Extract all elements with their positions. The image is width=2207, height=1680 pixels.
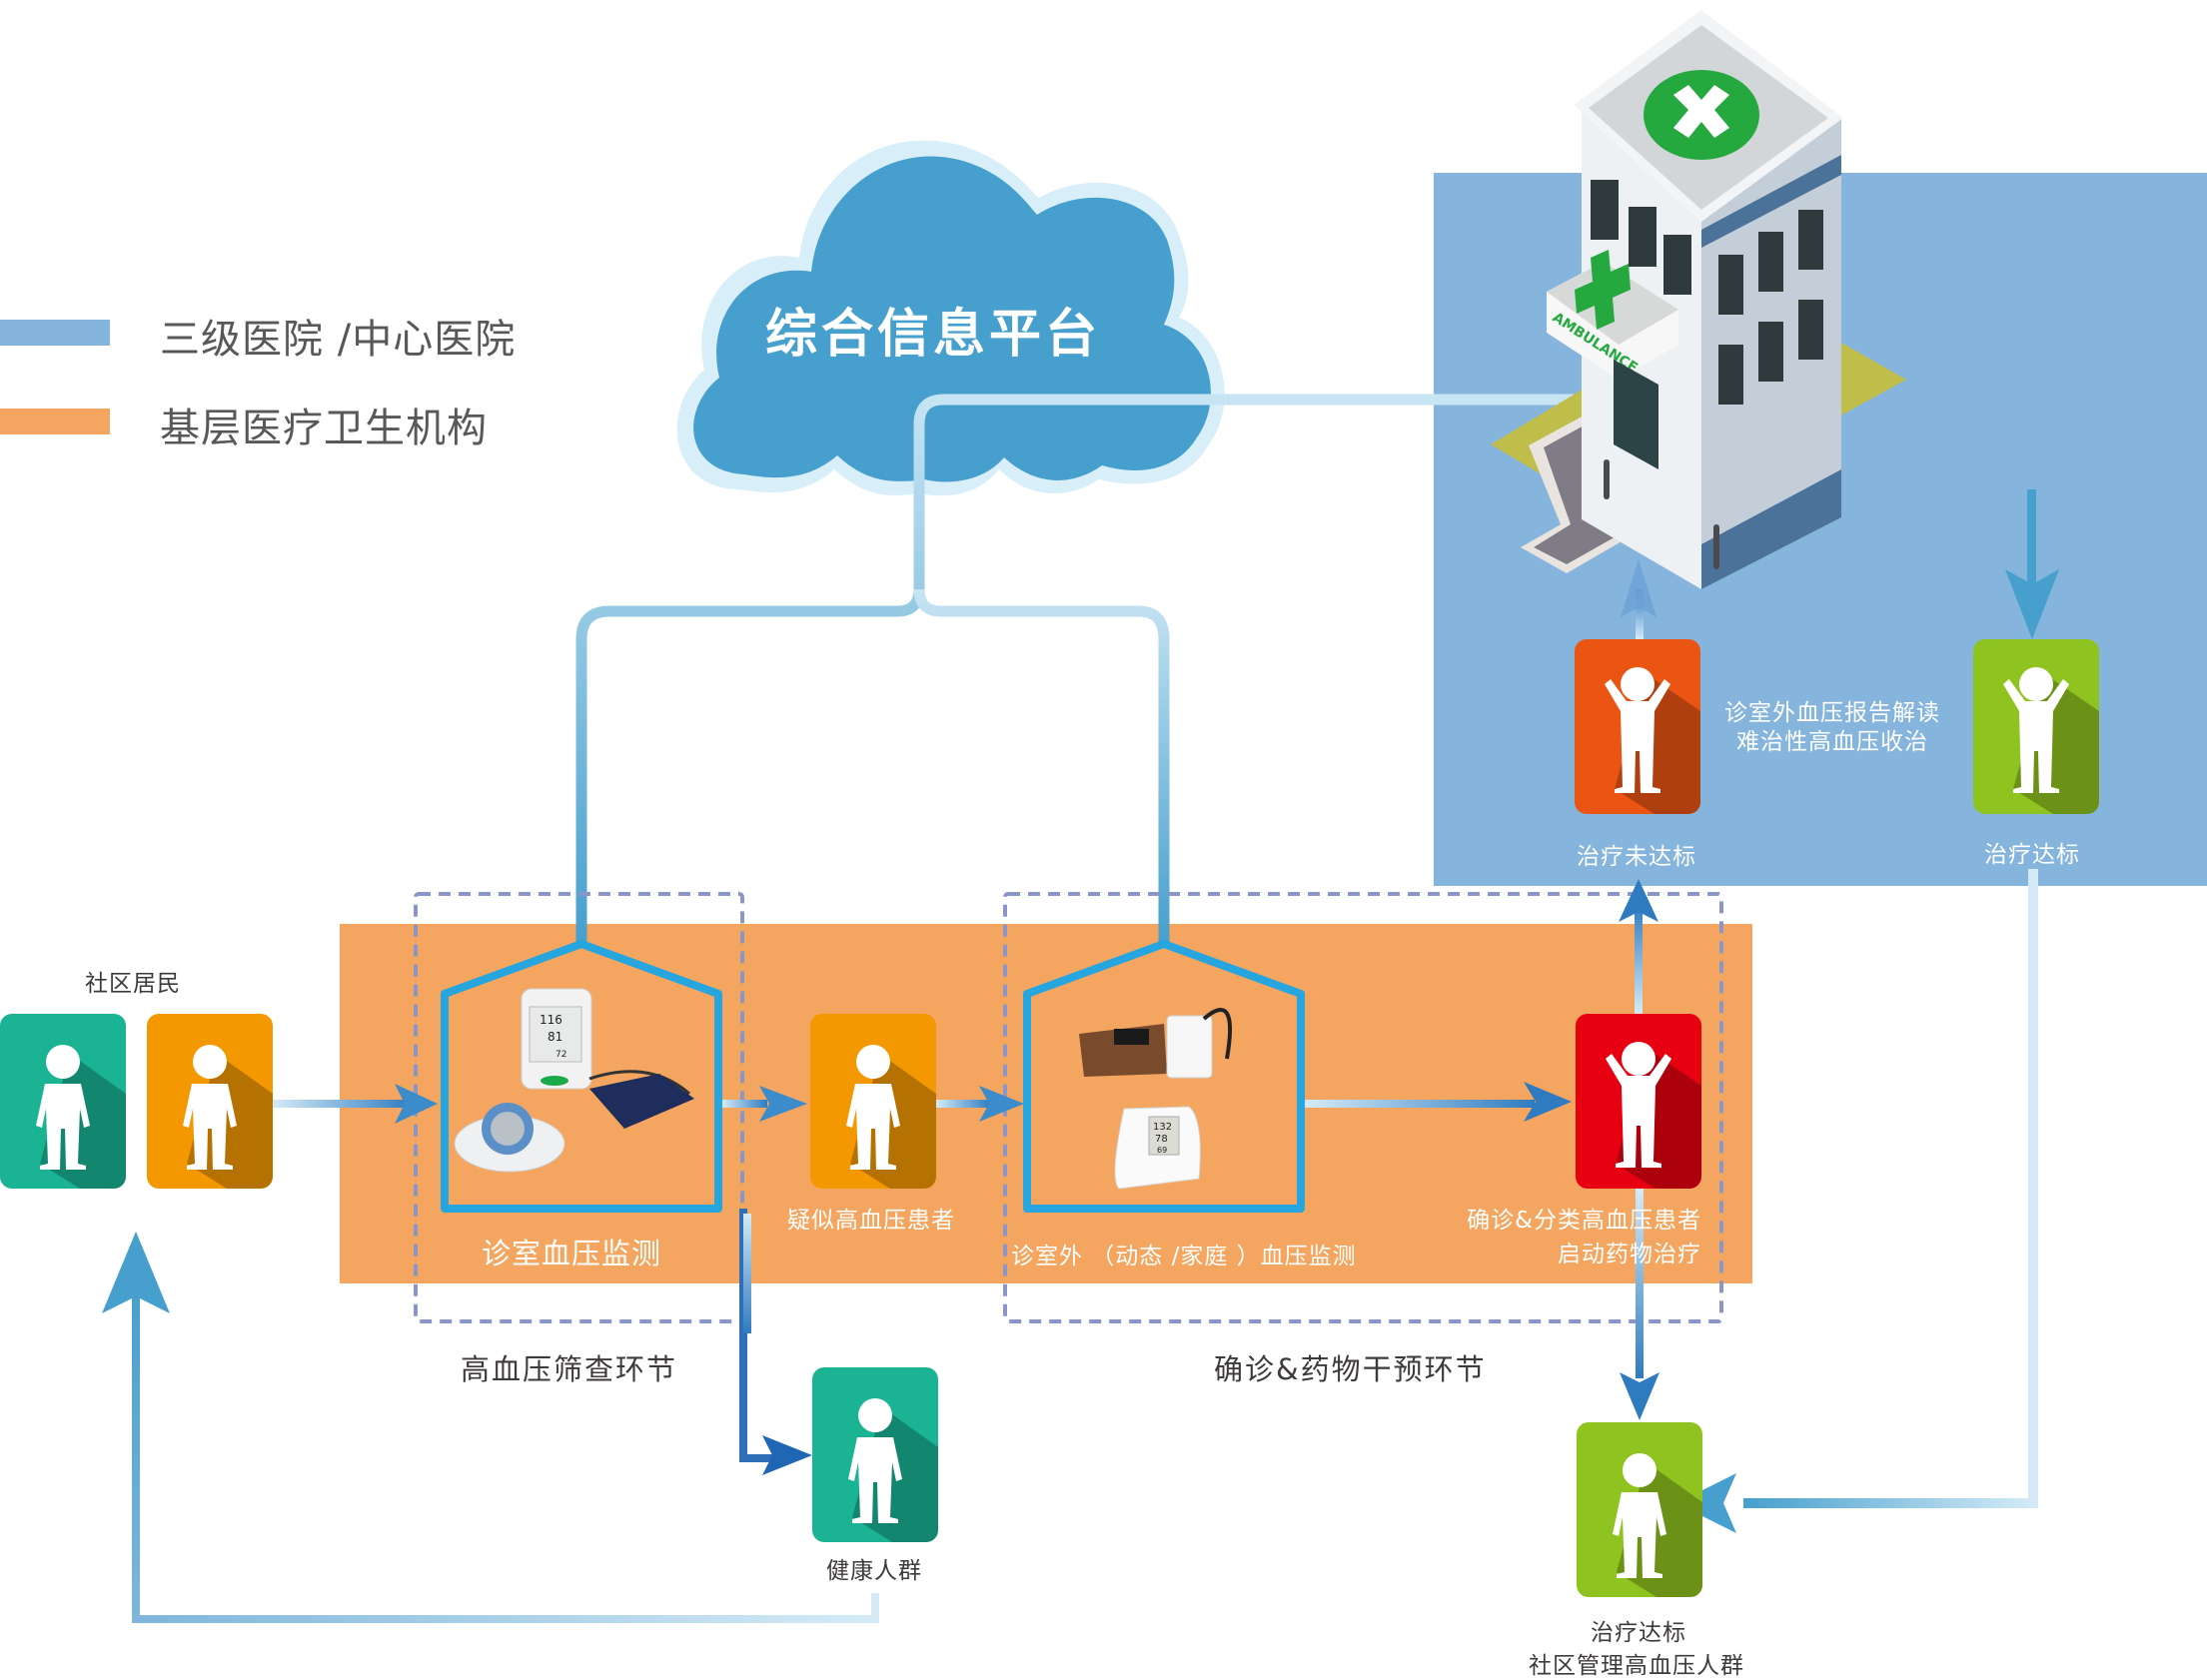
hospital-building: AMBULANCE (1491, 10, 1906, 589)
controlled-community-label-line2: 社区管理高血压人群 (1529, 1653, 1744, 1679)
healthy-population-label: 健康人群 (826, 1558, 922, 1584)
suspected-patient-card[interactable] (810, 1014, 936, 1189)
person-icon (36, 1045, 126, 1189)
out-of-office-reading-sys: 132 (1153, 1122, 1172, 1133)
legend-swatch-primary (0, 409, 110, 434)
person-icon (1613, 1453, 1702, 1597)
out-of-office-bp-house (1023, 940, 1305, 1213)
office-bp-reading-pulse: 72 (555, 1050, 566, 1060)
out-of-office-reading-pulse: 69 (1157, 1146, 1167, 1155)
person-icon (848, 1398, 938, 1542)
controlled-community-label-line1: 治疗达标 (1591, 1620, 1686, 1646)
healthy-population-card[interactable] (812, 1367, 938, 1542)
office-bp-label: 诊室血压监测 (482, 1237, 662, 1270)
controlled-hospital-card[interactable] (1973, 639, 2099, 814)
community-residents-label: 社区居民 (85, 971, 181, 997)
resident-card-orange[interactable] (147, 1014, 273, 1189)
confirmed-label-line2: 启动药物治疗 (1558, 1242, 1701, 1267)
screening-stage-label: 高血压筛查环节 (461, 1352, 678, 1386)
hospital-note-line2: 难治性高血压收治 (1736, 729, 1928, 755)
office-bp-devices: 116 81 72 (454, 988, 694, 1173)
suspected-patient-label: 疑似高血压患者 (787, 1208, 955, 1234)
person-arms-up-icon (1606, 1042, 1701, 1189)
office-bp-reading-sys: 116 (540, 1013, 562, 1027)
office-bp-house (441, 940, 722, 1213)
resident-card-teal[interactable] (0, 1014, 126, 1189)
diagnosis-stage-label: 确诊&药物干预环节 (1214, 1352, 1487, 1386)
person-arms-up-icon (1605, 667, 1700, 814)
person-icon (183, 1045, 273, 1189)
confirmed-label-line1: 确诊&分类高血压患者 (1467, 1208, 1701, 1234)
controlled-hospital-label: 治疗达标 (1984, 842, 2080, 868)
not-controlled-label: 治疗未达标 (1577, 844, 1696, 870)
person-icon (846, 1045, 936, 1189)
legend-label-tertiary: 三级医院 /中心医院 (160, 317, 517, 363)
out-of-office-reading-dia: 78 (1155, 1134, 1168, 1145)
not-controlled-card[interactable] (1575, 639, 1700, 814)
confirmed-patient-card[interactable] (1576, 1014, 1701, 1189)
office-bp-reading-dia: 81 (548, 1030, 562, 1044)
legend-swatch-tertiary (0, 320, 110, 346)
flow-arrows (102, 489, 2059, 1623)
legend-label-primary: 基层医疗卫生机构 (160, 406, 488, 451)
out-of-office-bp-devices: 132 78 69 (1079, 1008, 1232, 1190)
hospital-note-line1: 诊室外血压报告解读 (1724, 700, 1940, 726)
person-arms-up-icon (2003, 667, 2099, 814)
out-of-office-bp-label: 诊室外 （动态 /家庭 ）血压监测 (1011, 1244, 1357, 1269)
network-lines (575, 394, 1579, 944)
cloud-title: 综合信息平台 (765, 305, 1102, 365)
controlled-community-card[interactable] (1577, 1422, 1702, 1597)
